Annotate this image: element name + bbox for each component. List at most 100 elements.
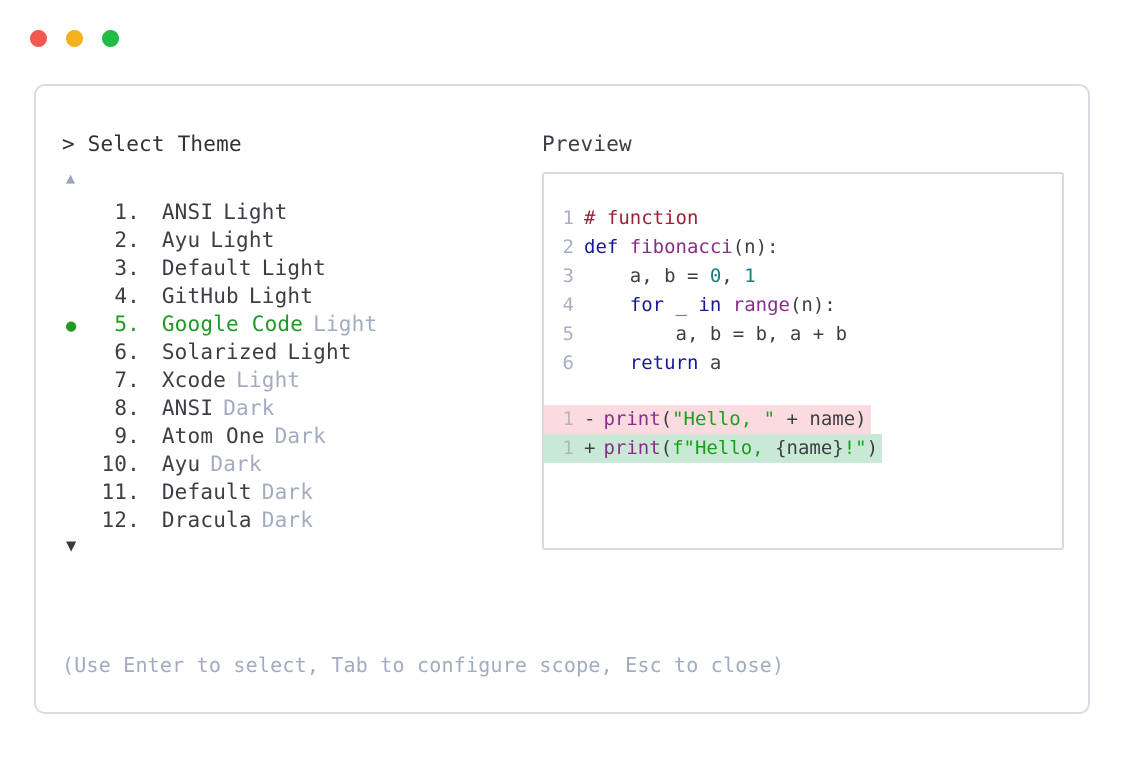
selection-bullet-icon: ●: [62, 508, 88, 536]
theme-index-gap: [140, 478, 162, 506]
selection-bullet-icon: ●: [62, 284, 88, 312]
code-token: a, b =: [584, 265, 710, 287]
line-number: 5: [562, 323, 574, 345]
diff-sign: +: [584, 437, 596, 459]
theme-variant: Light: [287, 340, 352, 364]
diff-line-text: -print("Hello, " + name): [584, 405, 871, 434]
theme-name: ANSI: [161, 200, 214, 224]
diff-line-del: 1-print("Hello, " + name): [544, 405, 1062, 434]
maximize-icon[interactable]: [102, 30, 119, 47]
theme-list-item[interactable]: ● 10. Ayu Dark: [62, 450, 536, 478]
selection-bullet-icon: ●: [62, 340, 88, 368]
keyboard-hint: (Use Enter to select, Tab to configure s…: [62, 653, 785, 677]
theme-index-gap: [140, 226, 162, 254]
theme-variant: Dark: [223, 396, 275, 420]
code-token: 1: [744, 265, 756, 287]
window-traffic-lights: [30, 30, 119, 47]
code-line: 1 # function: [544, 204, 1062, 233]
minimize-icon[interactable]: [66, 30, 83, 47]
code-token: !": [843, 437, 867, 459]
diff-line-number: 1: [544, 434, 584, 463]
code-token: (n):: [732, 236, 779, 258]
code-token: ,: [721, 265, 745, 287]
theme-list-item[interactable]: ● 3. Default Light: [62, 254, 536, 282]
theme-index: 9.: [114, 424, 140, 448]
theme-name: ANSI: [161, 396, 214, 420]
theme-index: 7.: [114, 368, 140, 392]
theme-name: Default: [161, 256, 252, 280]
theme-index-gap: [140, 198, 162, 226]
scroll-down-icon[interactable]: ▼: [66, 536, 77, 556]
selection-bullet-icon: ●: [62, 228, 88, 256]
code-line-text: a, b = b, a + b: [584, 320, 848, 349]
code-token: range: [732, 294, 790, 316]
code-line: 3 a, b = 0, 1: [544, 262, 1062, 291]
code-token: fibonacci: [629, 236, 733, 258]
code-token: print: [603, 408, 661, 430]
line-number: 1: [562, 207, 574, 229]
diff-line-text: +print(f"Hello, {name}!"): [584, 434, 883, 463]
selection-bullet-icon: ●: [62, 424, 88, 452]
theme-variant: Dark: [210, 452, 262, 476]
theme-index-gap: [140, 282, 162, 310]
line-number: 4: [562, 294, 574, 316]
theme-variant: Light: [210, 228, 275, 252]
theme-index-gap: [140, 338, 162, 366]
theme-index: 5.: [114, 312, 140, 336]
theme-index-gap: [140, 366, 162, 394]
code-token: in: [698, 294, 722, 316]
code-token: _: [664, 294, 699, 316]
theme-index: 10.: [101, 452, 140, 476]
theme-index: 3.: [114, 256, 140, 280]
code-line-text: return a: [584, 349, 722, 378]
code-token: return: [629, 352, 699, 374]
code-token: a: [698, 352, 722, 374]
theme-variant: Light: [261, 256, 326, 280]
theme-variant: Dark: [274, 424, 326, 448]
diff-line-number: 1: [544, 405, 584, 434]
selection-bullet-icon: ●: [62, 480, 88, 508]
theme-name: Ayu: [161, 452, 201, 476]
code-token: f"Hello,: [672, 437, 776, 459]
code-token: (: [660, 408, 673, 430]
diff-sign: -: [584, 408, 596, 430]
preview-label: Preview: [542, 132, 632, 156]
theme-index-gap: [140, 450, 162, 478]
selection-bullet-icon: ●: [62, 256, 88, 284]
selection-bullet-icon: ●: [66, 316, 77, 336]
theme-index: 1.: [114, 200, 140, 224]
theme-variant: Light: [248, 284, 314, 308]
code-token: print: [603, 437, 661, 459]
theme-index: 6.: [114, 340, 140, 364]
theme-index: 11.: [101, 480, 140, 504]
selection-bullet-icon: ●: [62, 200, 88, 228]
theme-variant: Light: [236, 368, 301, 392]
code-token: # function: [584, 207, 699, 229]
close-icon[interactable]: [30, 30, 47, 47]
theme-index-gap: [140, 506, 162, 534]
scroll-up-icon[interactable]: ▲: [66, 169, 76, 187]
theme-index-gap: [140, 254, 162, 282]
diff-line-add: 1+print(f"Hello, {name}!"): [544, 434, 1062, 463]
line-number: 6: [562, 352, 574, 374]
code-line-text: def fibonacci(n):: [584, 233, 778, 262]
selection-bullet-icon: ●: [62, 452, 88, 480]
